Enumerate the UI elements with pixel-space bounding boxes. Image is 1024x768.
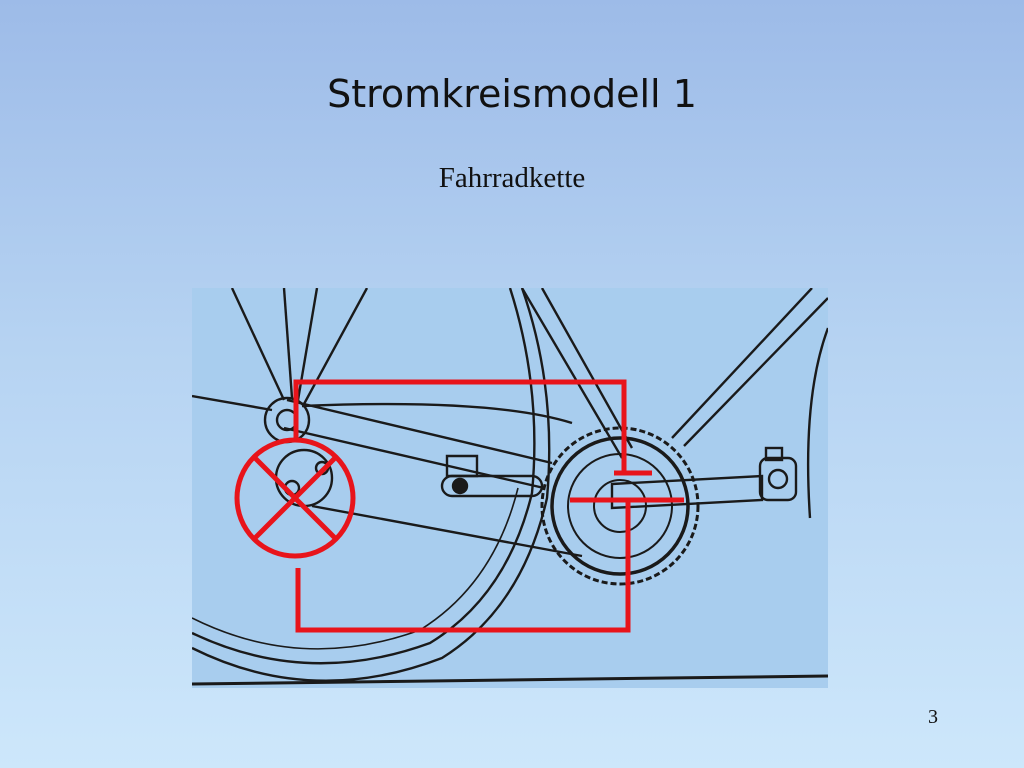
lamp-cross-line	[252, 455, 338, 541]
drivetrain-drawing	[192, 288, 828, 688]
left-pedal-axle	[451, 477, 469, 495]
chain-stay-upper	[286, 398, 553, 465]
left-pedal	[445, 454, 479, 478]
chain-upper	[301, 402, 573, 425]
right-pedal	[758, 456, 798, 502]
circuit-upper-wire	[293, 379, 627, 472]
chainring	[550, 436, 690, 576]
right-pedal-axle	[767, 468, 789, 490]
rear-wheel-rim-outer	[192, 288, 551, 682]
spoke	[230, 288, 286, 401]
lamp-circle	[234, 437, 356, 559]
pedal-cap	[764, 446, 784, 462]
crossed-circle-lamp-icon	[234, 437, 356, 559]
spoke	[302, 288, 369, 405]
page-number: 3	[928, 706, 938, 728]
down-tube	[671, 288, 813, 439]
slide-title: Stromkreismodell 1	[327, 72, 697, 116]
slide-subtitle: Fahrradkette	[438, 162, 586, 194]
spoke	[192, 394, 273, 412]
seat-tube-edge	[540, 288, 634, 449]
circuit-overlay	[234, 379, 684, 633]
ground-line	[192, 674, 828, 686]
rear-wheel-rim-inner	[192, 288, 536, 665]
down-tube-edge	[683, 297, 828, 447]
chain-lower	[311, 504, 583, 558]
bicycle-drivetrain-figure	[192, 288, 828, 688]
chain-stay-lower	[283, 426, 545, 490]
left-crank-arm	[440, 474, 544, 498]
spoke	[282, 288, 294, 399]
front-wheel-edge	[806, 327, 828, 519]
circuit-lower-wire	[295, 500, 631, 633]
chainring-teeth	[540, 426, 700, 586]
